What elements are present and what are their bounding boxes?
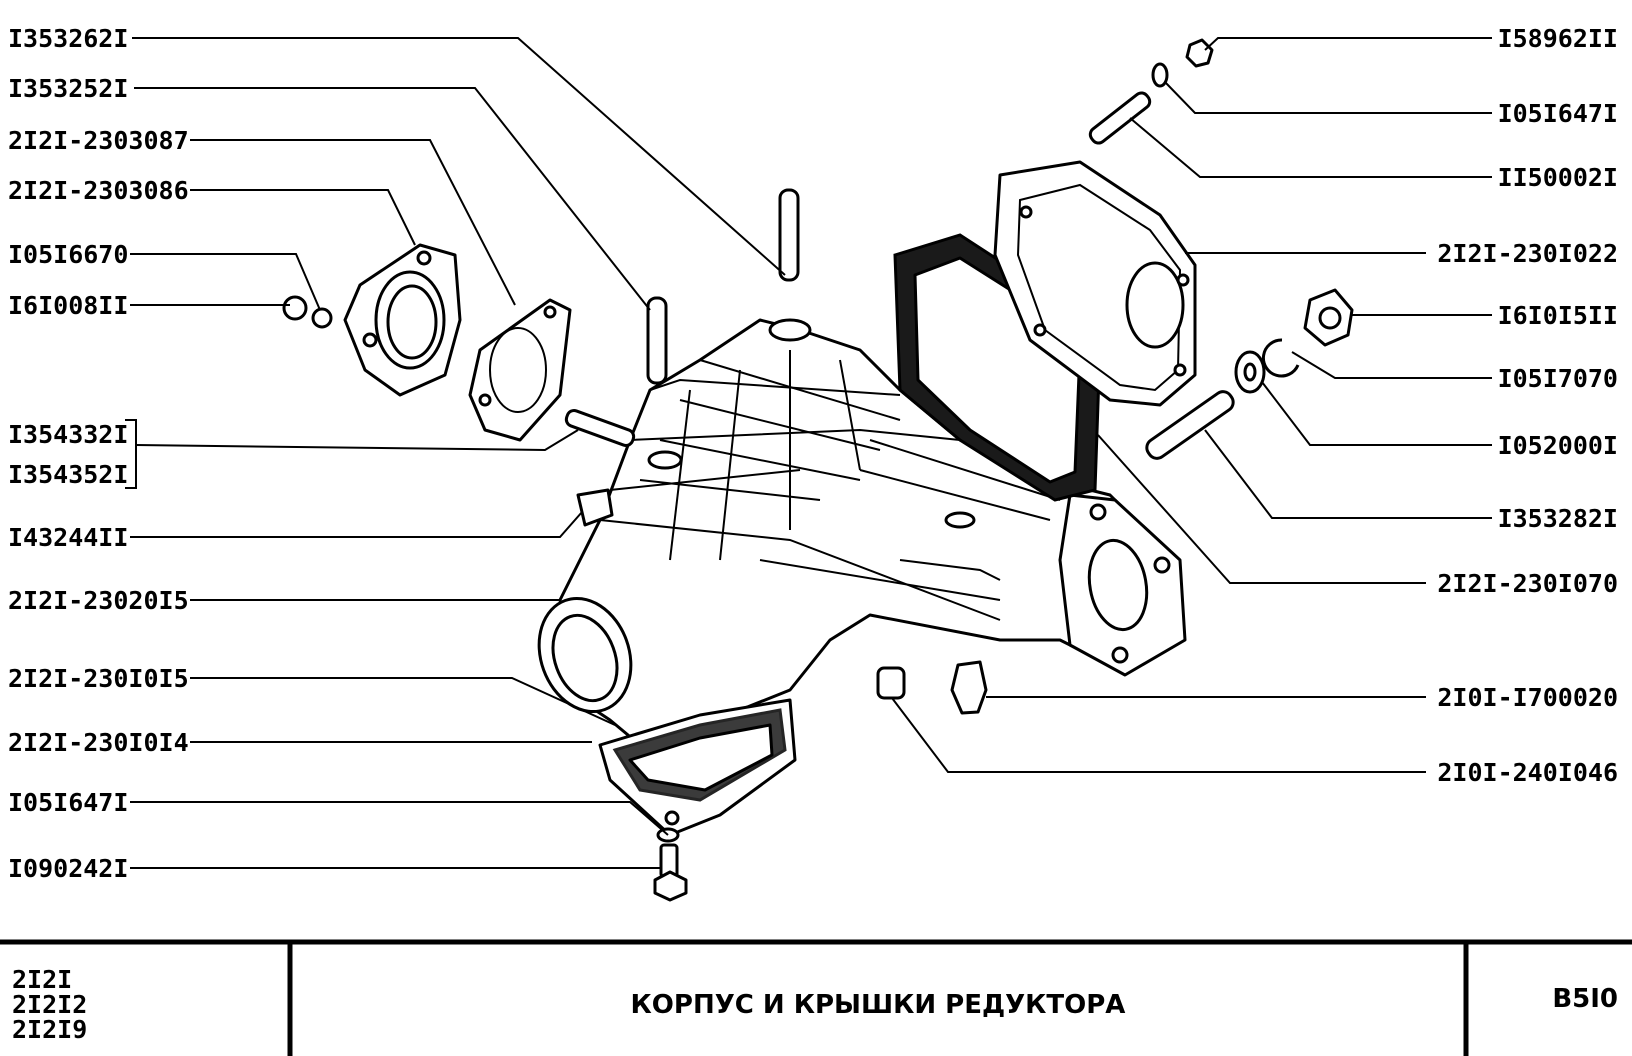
model-number: 2I2I9 [12,1015,87,1044]
rear-cover [993,160,1197,407]
part-label-right: I05I647I [1498,99,1618,128]
part-label-left: I43244II [8,523,128,552]
front-flange-cover [343,243,462,397]
labels-left: I353262I I353252I 2I2I-2303087 2I2I-2303… [8,24,189,883]
part-label-left: I05I6670 [8,240,128,269]
studs [564,91,1235,527]
model-number: 2I2I [12,965,72,994]
part-label-left: 2I2I-230I0I5 [8,664,189,693]
part-label-right: 2I2I-230I070 [1437,569,1618,598]
model-number: 2I2I2 [12,990,87,1019]
part-label-left: I354332I [8,420,128,449]
fasteners [282,38,1354,902]
part-label-right: II50002I [1498,163,1618,192]
part-label-right: 2I2I-230I022 [1437,239,1618,268]
part-label-right: 2I0I-I700020 [1437,683,1618,712]
part-label-left: 2I2I-230I0I4 [8,728,189,757]
part-label-right: I6I0I5II [1498,301,1618,330]
part-label-right: I052000I [1498,431,1618,460]
part-label-left: I353252I [8,74,128,103]
labels-right: I58962II I05I647I II50002I 2I2I-230I022 … [1437,24,1618,787]
front-flange-gasket [468,298,572,442]
parts-illustration [282,38,1354,902]
part-label-right: I353282I [1498,504,1618,533]
part-label-left: I090242I [8,854,128,883]
part-label-left: 2I2I-23020I5 [8,586,189,615]
part-label-left: I6I008II [8,291,128,320]
title-block: 2I2I 2I2I2 2I2I9 КОРПУС И КРЫШКИ РЕДУКТО… [0,939,1632,1056]
reducer-housing [537,318,1187,748]
diagram-title: КОРПУС И КРЫШКИ РЕДУКТОРА [631,990,1126,1020]
part-label-right: I05I7070 [1498,364,1618,393]
bottom-cover [598,698,797,837]
part-label-left: I05I647I [8,788,128,817]
part-label-right: I58962II [1498,24,1618,53]
part-label-left: 2I2I-2303086 [8,176,189,205]
part-label-right: 2I0I-240I046 [1437,758,1618,787]
sheet-code: B5I0 [1552,984,1618,1014]
part-label-left: I353262I [8,24,128,53]
part-label-left: 2I2I-2303087 [8,126,189,155]
leader-lines [125,37,1492,869]
part-label-left: I354352I [8,460,128,489]
